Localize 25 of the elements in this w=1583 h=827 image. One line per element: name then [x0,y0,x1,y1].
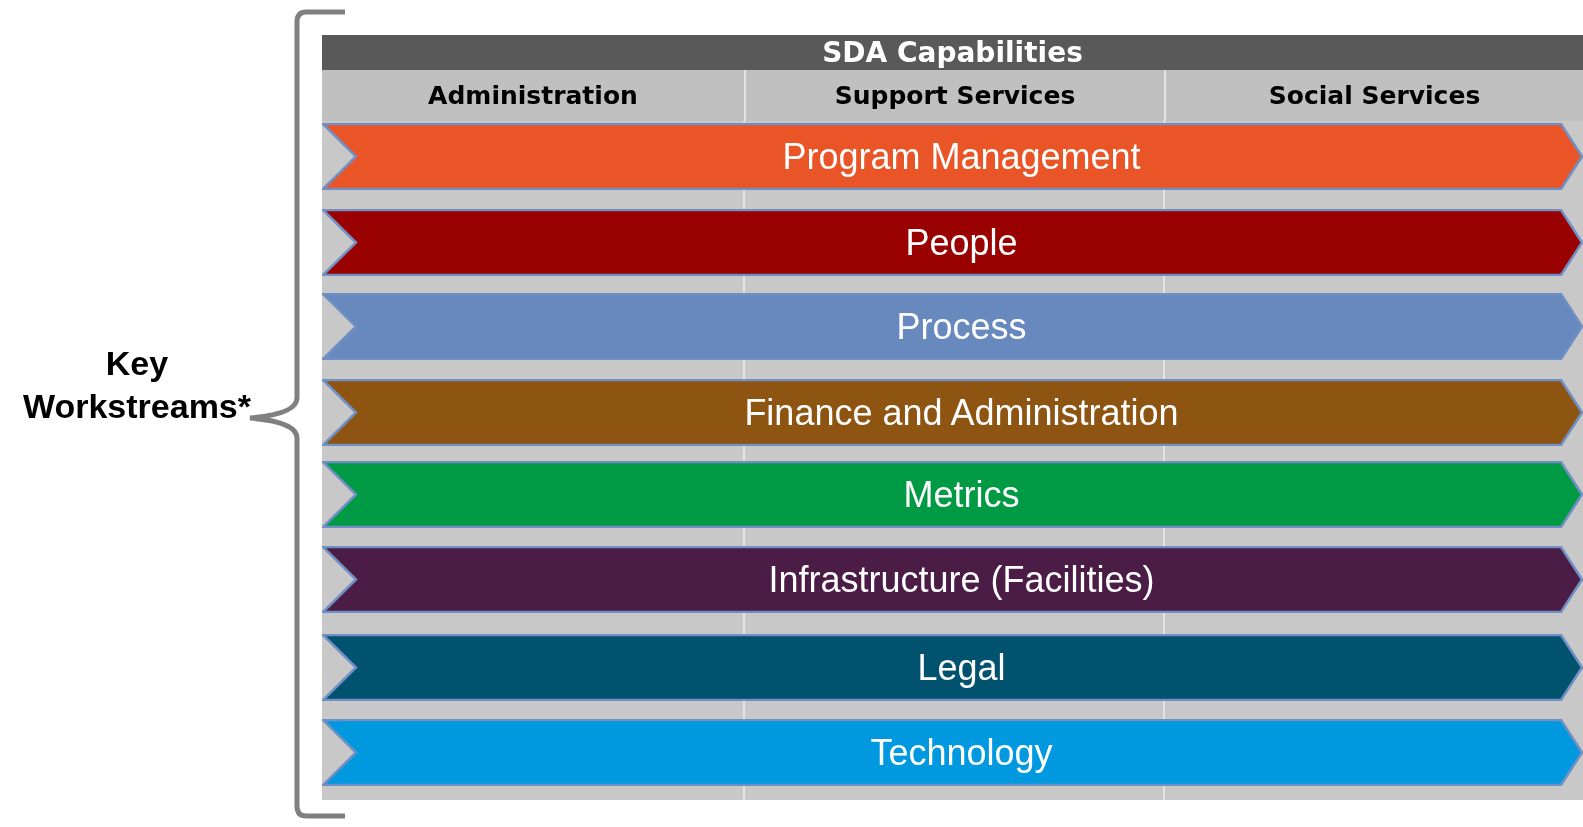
column-header [744,70,1164,121]
row-group-label: Key Workstreams* [21,343,252,427]
header-bar [322,35,1583,70]
workstream-band [322,293,1583,360]
workstream-label: People [904,221,1018,264]
workstream-band [322,546,1583,613]
workstream-label: Technology [869,731,1053,774]
workstream-band [322,379,1583,446]
workstream-label: Program Management [781,135,1141,178]
workstream-band [322,209,1583,276]
workstream-label: Metrics [902,473,1020,516]
column-header [1164,70,1583,121]
column-header [322,70,744,121]
workstream-label: Infrastructure (Facilities) [767,558,1155,601]
workstream-label: Legal [916,646,1006,689]
header-label: Social Services [1268,81,1481,110]
header-label: Administration [428,81,638,110]
workstream-band [322,634,1583,701]
workstream-band [322,719,1583,786]
header-label: SDA Capabilities [822,36,1083,69]
workstream-band [322,123,1583,190]
workstream-band [322,461,1583,528]
workstream-label: Finance and Administration [743,391,1179,434]
header-label: Support Services [834,81,1076,110]
workstream-label: Process [895,305,1027,348]
